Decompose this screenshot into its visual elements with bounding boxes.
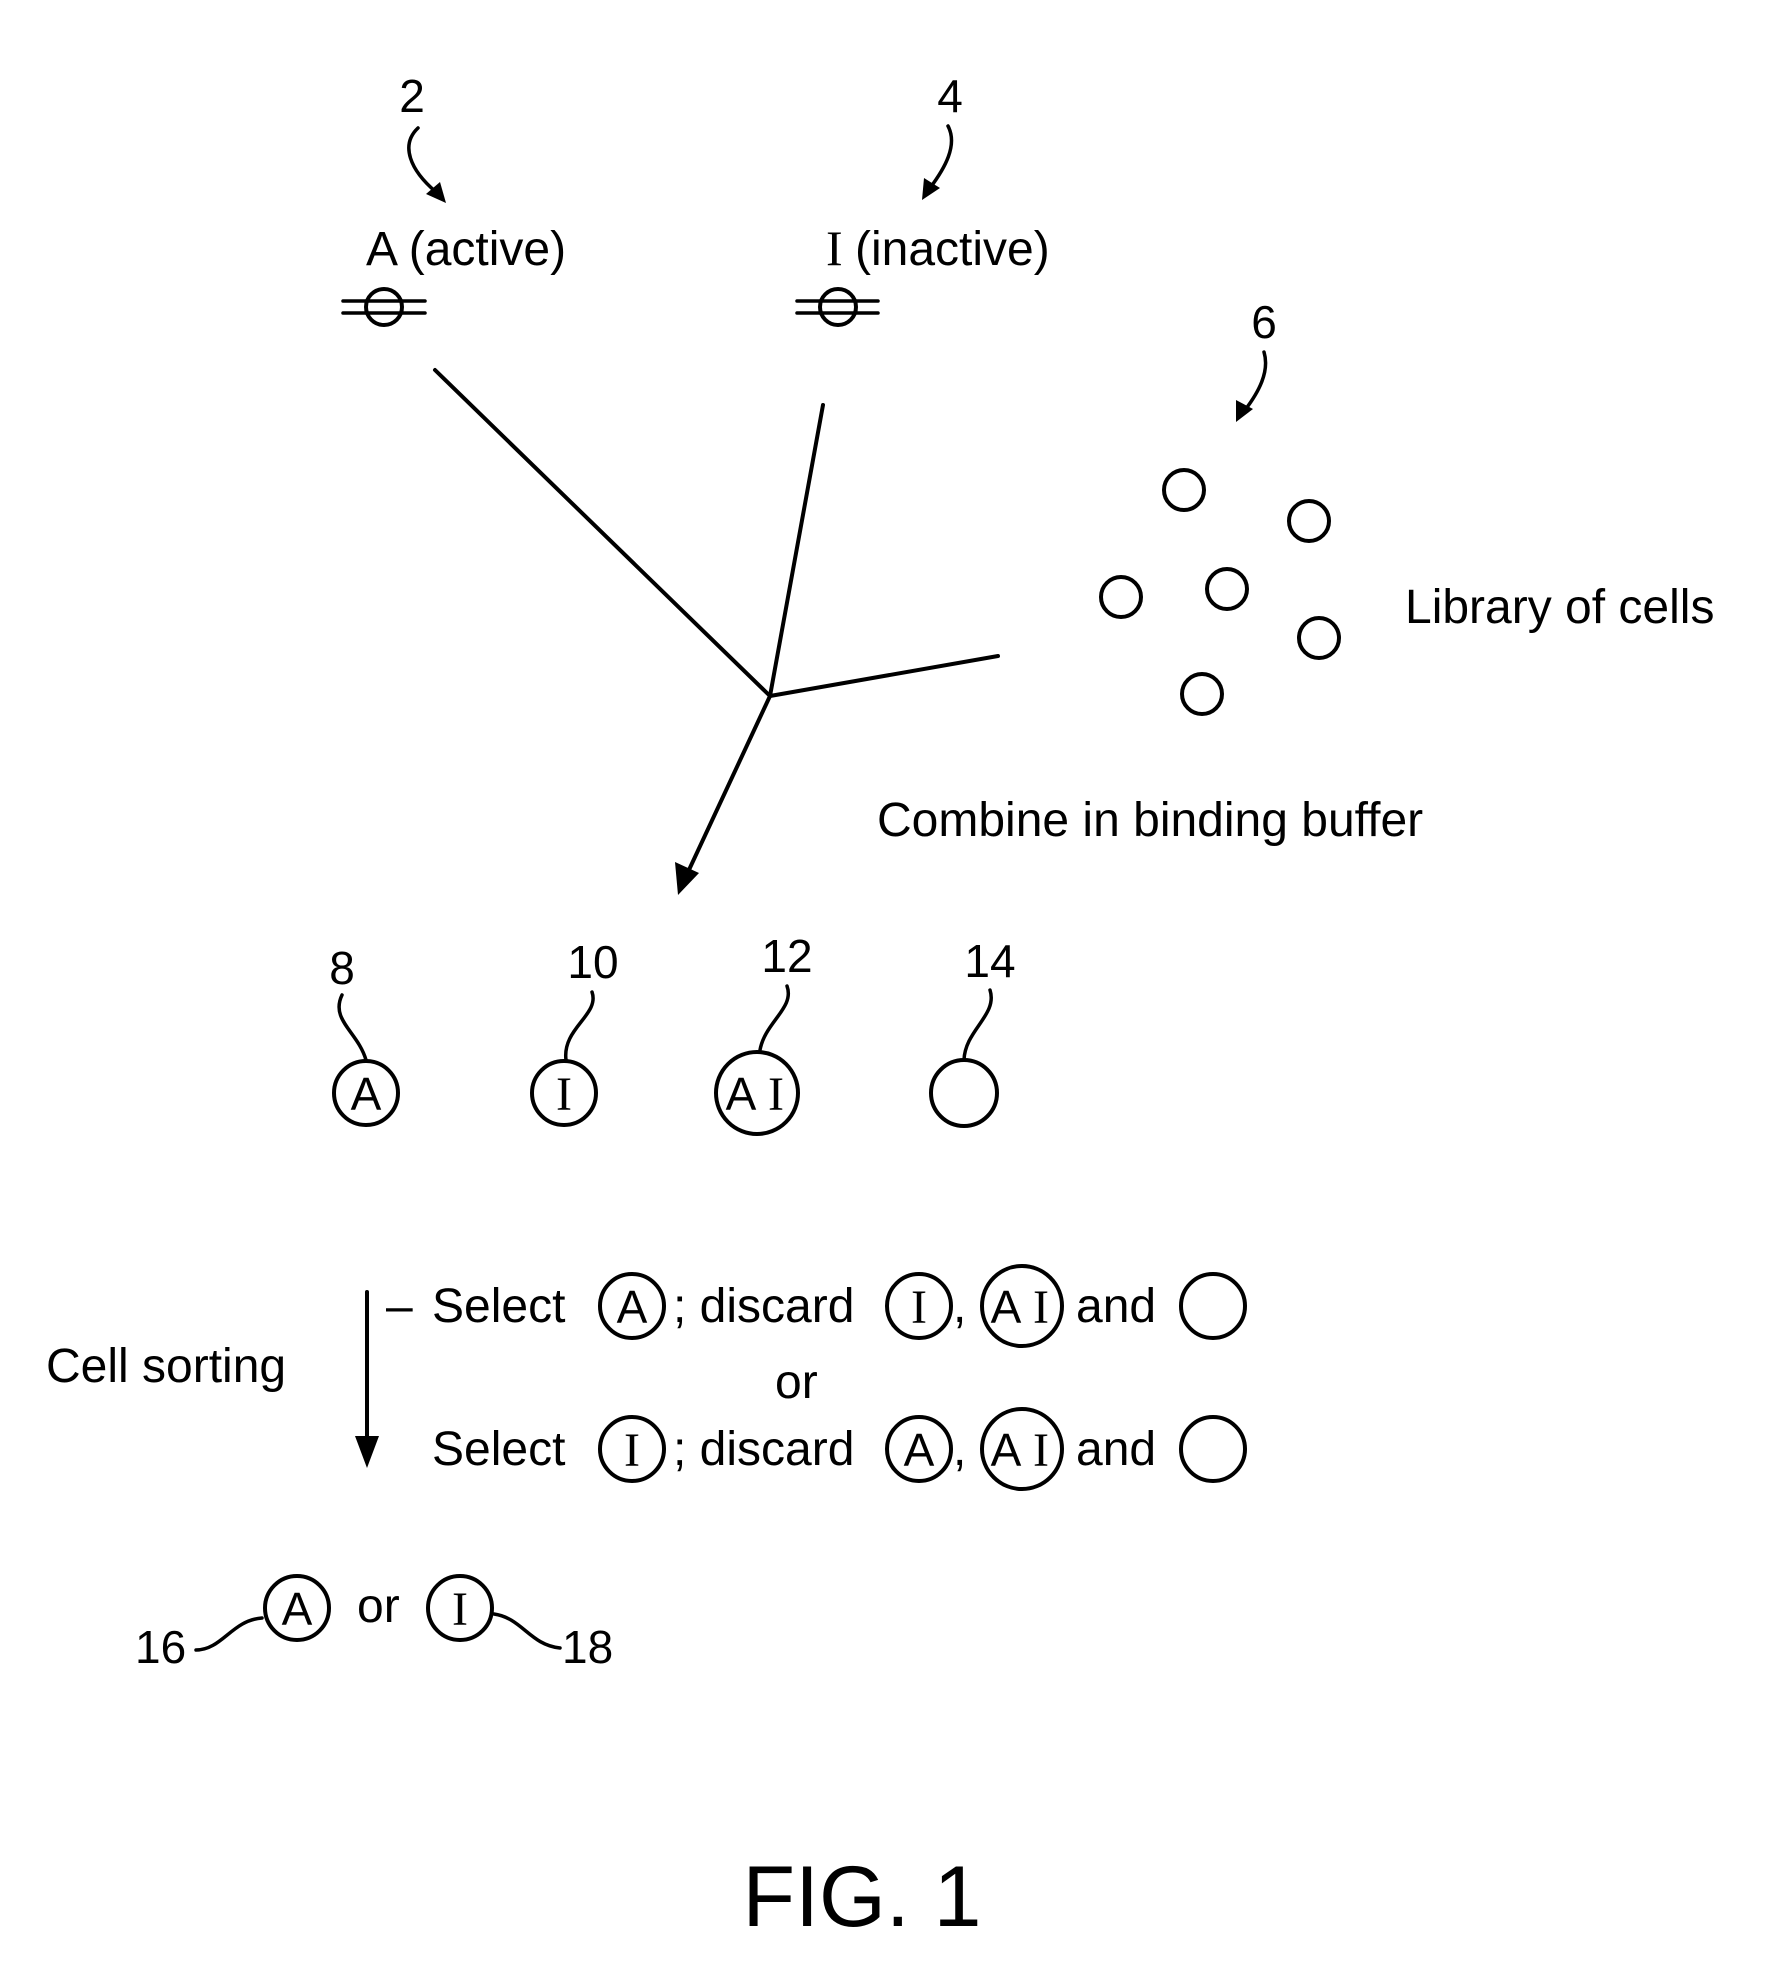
result-cell-inactive: I bbox=[428, 1576, 492, 1640]
inactive-antibody-icon bbox=[797, 289, 878, 325]
ref-numeral-16: 16 bbox=[135, 1621, 186, 1673]
svg-text:I: I bbox=[911, 1281, 927, 1334]
ref-numeral-10: 10 bbox=[567, 936, 618, 988]
combine-label: Combine in binding buffer bbox=[877, 794, 1423, 847]
discard-label-2: ; discard bbox=[673, 1423, 854, 1476]
svg-text:A: A bbox=[991, 1281, 1022, 1333]
svg-text:A: A bbox=[726, 1068, 757, 1120]
ref-numeral-18: 18 bbox=[562, 1621, 613, 1673]
leader-14 bbox=[964, 990, 991, 1060]
and-label-2: and bbox=[1076, 1423, 1156, 1476]
svg-text:A: A bbox=[282, 1583, 313, 1635]
option2-select-I: I bbox=[600, 1417, 664, 1481]
svg-text:I: I bbox=[768, 1068, 784, 1121]
cell-sorting-label: Cell sorting bbox=[46, 1340, 286, 1393]
inactive-label: (inactive) bbox=[855, 223, 1050, 276]
cell-unbound bbox=[931, 1060, 997, 1126]
sorting-arrowhead bbox=[355, 1436, 379, 1468]
ref-numeral-2: 2 bbox=[399, 70, 425, 122]
select-label-1: Select bbox=[432, 1280, 565, 1333]
active-antibody-icon bbox=[343, 289, 425, 325]
cell-active-bound: A bbox=[334, 1061, 398, 1125]
leader-16 bbox=[196, 1618, 262, 1650]
svg-text:A: A bbox=[904, 1424, 935, 1476]
ref-numeral-8: 8 bbox=[329, 942, 355, 994]
ref-numeral-6: 6 bbox=[1251, 296, 1277, 348]
leader-18 bbox=[494, 1614, 560, 1648]
ref-numeral-12: 12 bbox=[761, 930, 812, 982]
or-label-result: or bbox=[357, 1580, 400, 1633]
leader-8 bbox=[339, 995, 366, 1060]
svg-text:I: I bbox=[556, 1068, 572, 1121]
leader-10 bbox=[566, 992, 593, 1060]
option2-discard-unbound bbox=[1181, 1417, 1245, 1481]
svg-text:A: A bbox=[351, 1068, 382, 1120]
cell-dual-bound: A I bbox=[716, 1052, 798, 1134]
cell-inactive-bound: I bbox=[532, 1061, 596, 1125]
option1-select-A: A bbox=[600, 1274, 664, 1338]
svg-text:I: I bbox=[1033, 1424, 1049, 1477]
and-label-1: and bbox=[1076, 1280, 1156, 1333]
svg-text:A: A bbox=[991, 1424, 1022, 1476]
leader-arrow-6 bbox=[1245, 352, 1266, 410]
ref-numeral-14: 14 bbox=[964, 935, 1015, 987]
select-label-2: Select bbox=[432, 1423, 565, 1476]
figure-label: FIG. 1 bbox=[743, 1849, 982, 1945]
leader-arrow-4 bbox=[930, 126, 952, 188]
line-from-library bbox=[770, 656, 998, 696]
combine-arrowhead bbox=[675, 862, 699, 895]
option1-discard-AI: A I bbox=[982, 1266, 1062, 1346]
result-cell-active: A bbox=[265, 1576, 329, 1640]
inactive-mark: I bbox=[826, 220, 843, 276]
line-from-active bbox=[435, 370, 770, 696]
option1-discard-I: I bbox=[887, 1274, 951, 1338]
option2-discard-A: A bbox=[887, 1417, 951, 1481]
cell-library-circles bbox=[1101, 470, 1339, 714]
discard-label-1: ; discard bbox=[673, 1280, 854, 1333]
svg-text:A: A bbox=[617, 1281, 648, 1333]
comma-1: , bbox=[953, 1280, 966, 1333]
dash-mark: – bbox=[386, 1280, 413, 1333]
leader-arrow-2 bbox=[409, 128, 436, 192]
svg-text:I: I bbox=[452, 1583, 468, 1636]
ref-numeral-4: 4 bbox=[937, 70, 963, 122]
svg-text:I: I bbox=[624, 1424, 640, 1477]
option2-discard-AI: A I bbox=[982, 1409, 1062, 1489]
leader-12 bbox=[760, 986, 788, 1050]
option1-discard-unbound bbox=[1181, 1274, 1245, 1338]
library-label: Library of cells bbox=[1405, 581, 1714, 634]
combine-arrow-shaft bbox=[688, 696, 770, 872]
line-from-inactive bbox=[770, 405, 823, 696]
svg-text:I: I bbox=[1033, 1281, 1049, 1334]
or-label-middle: or bbox=[775, 1356, 818, 1409]
comma-2: , bbox=[953, 1423, 966, 1476]
arrowhead-4 bbox=[922, 178, 940, 200]
active-label: A (active) bbox=[366, 223, 566, 276]
